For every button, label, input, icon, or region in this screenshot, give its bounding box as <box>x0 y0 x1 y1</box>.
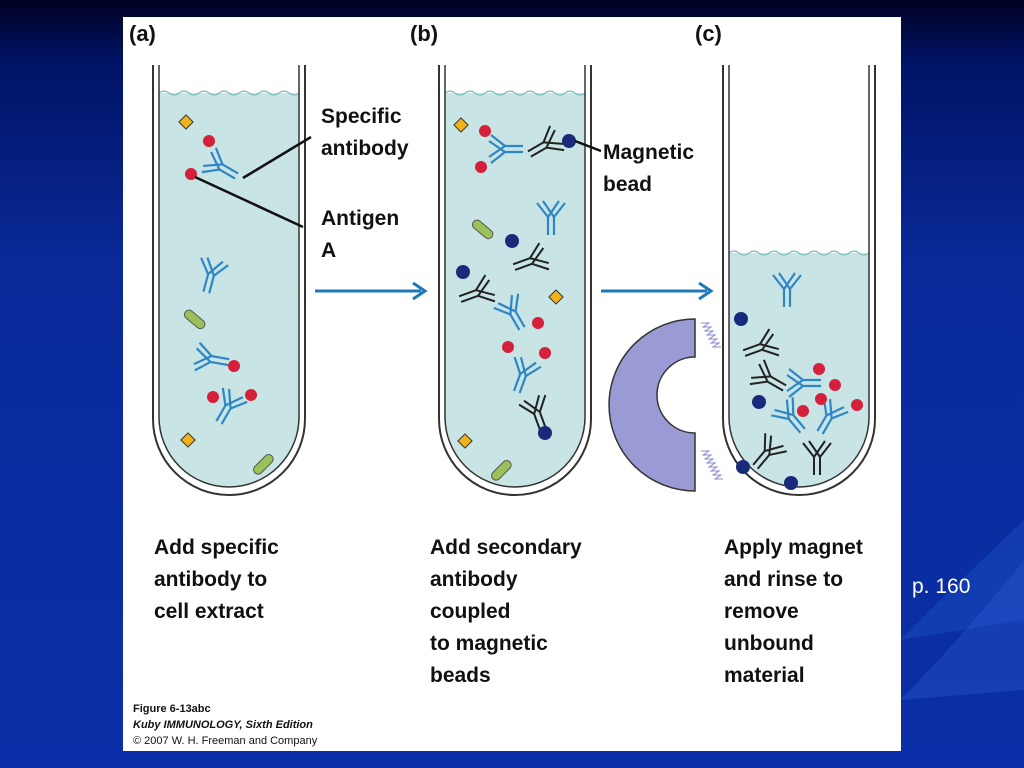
panel-letter-a: (a) <box>129 21 156 46</box>
tube-c <box>722 65 876 496</box>
page-reference: p. 160 <box>912 575 971 598</box>
copyright-line: © 2007 W. H. Freeman and Company <box>133 735 318 747</box>
label-specific-antibody: Specific antibody <box>321 105 409 160</box>
arrow-a-to-b <box>315 281 428 301</box>
figure-panel: (a) (b) (c) Specific antibody Antigen A … <box>123 17 901 751</box>
figure-credit: Figure 6-13abc Kuby IMMUNOLOGY, Sixth Ed… <box>133 701 317 749</box>
panel-letter-b: (b) <box>410 21 439 46</box>
label-antigen-a: Antigen A <box>321 207 400 262</box>
caption-step-b: Add secondary antibody coupled to magnet… <box>430 536 582 687</box>
arrow-b-to-c <box>601 281 714 301</box>
label-magnetic-bead: Magnetic bead <box>603 141 695 196</box>
diagram-drawing <box>152 65 876 496</box>
book-title: Kuby IMMUNOLOGY, Sixth Edition <box>133 719 313 731</box>
tube-b <box>438 65 602 496</box>
tube-a <box>152 65 312 496</box>
caption-step-a: Add specific antibody to cell extract <box>154 536 279 623</box>
magnet <box>608 318 723 492</box>
caption-step-c: Apply magnet and rinse to remove unbound… <box>724 536 863 687</box>
figure-number: Figure 6-13abc <box>133 703 211 715</box>
panel-letter-c: (c) <box>695 21 722 46</box>
